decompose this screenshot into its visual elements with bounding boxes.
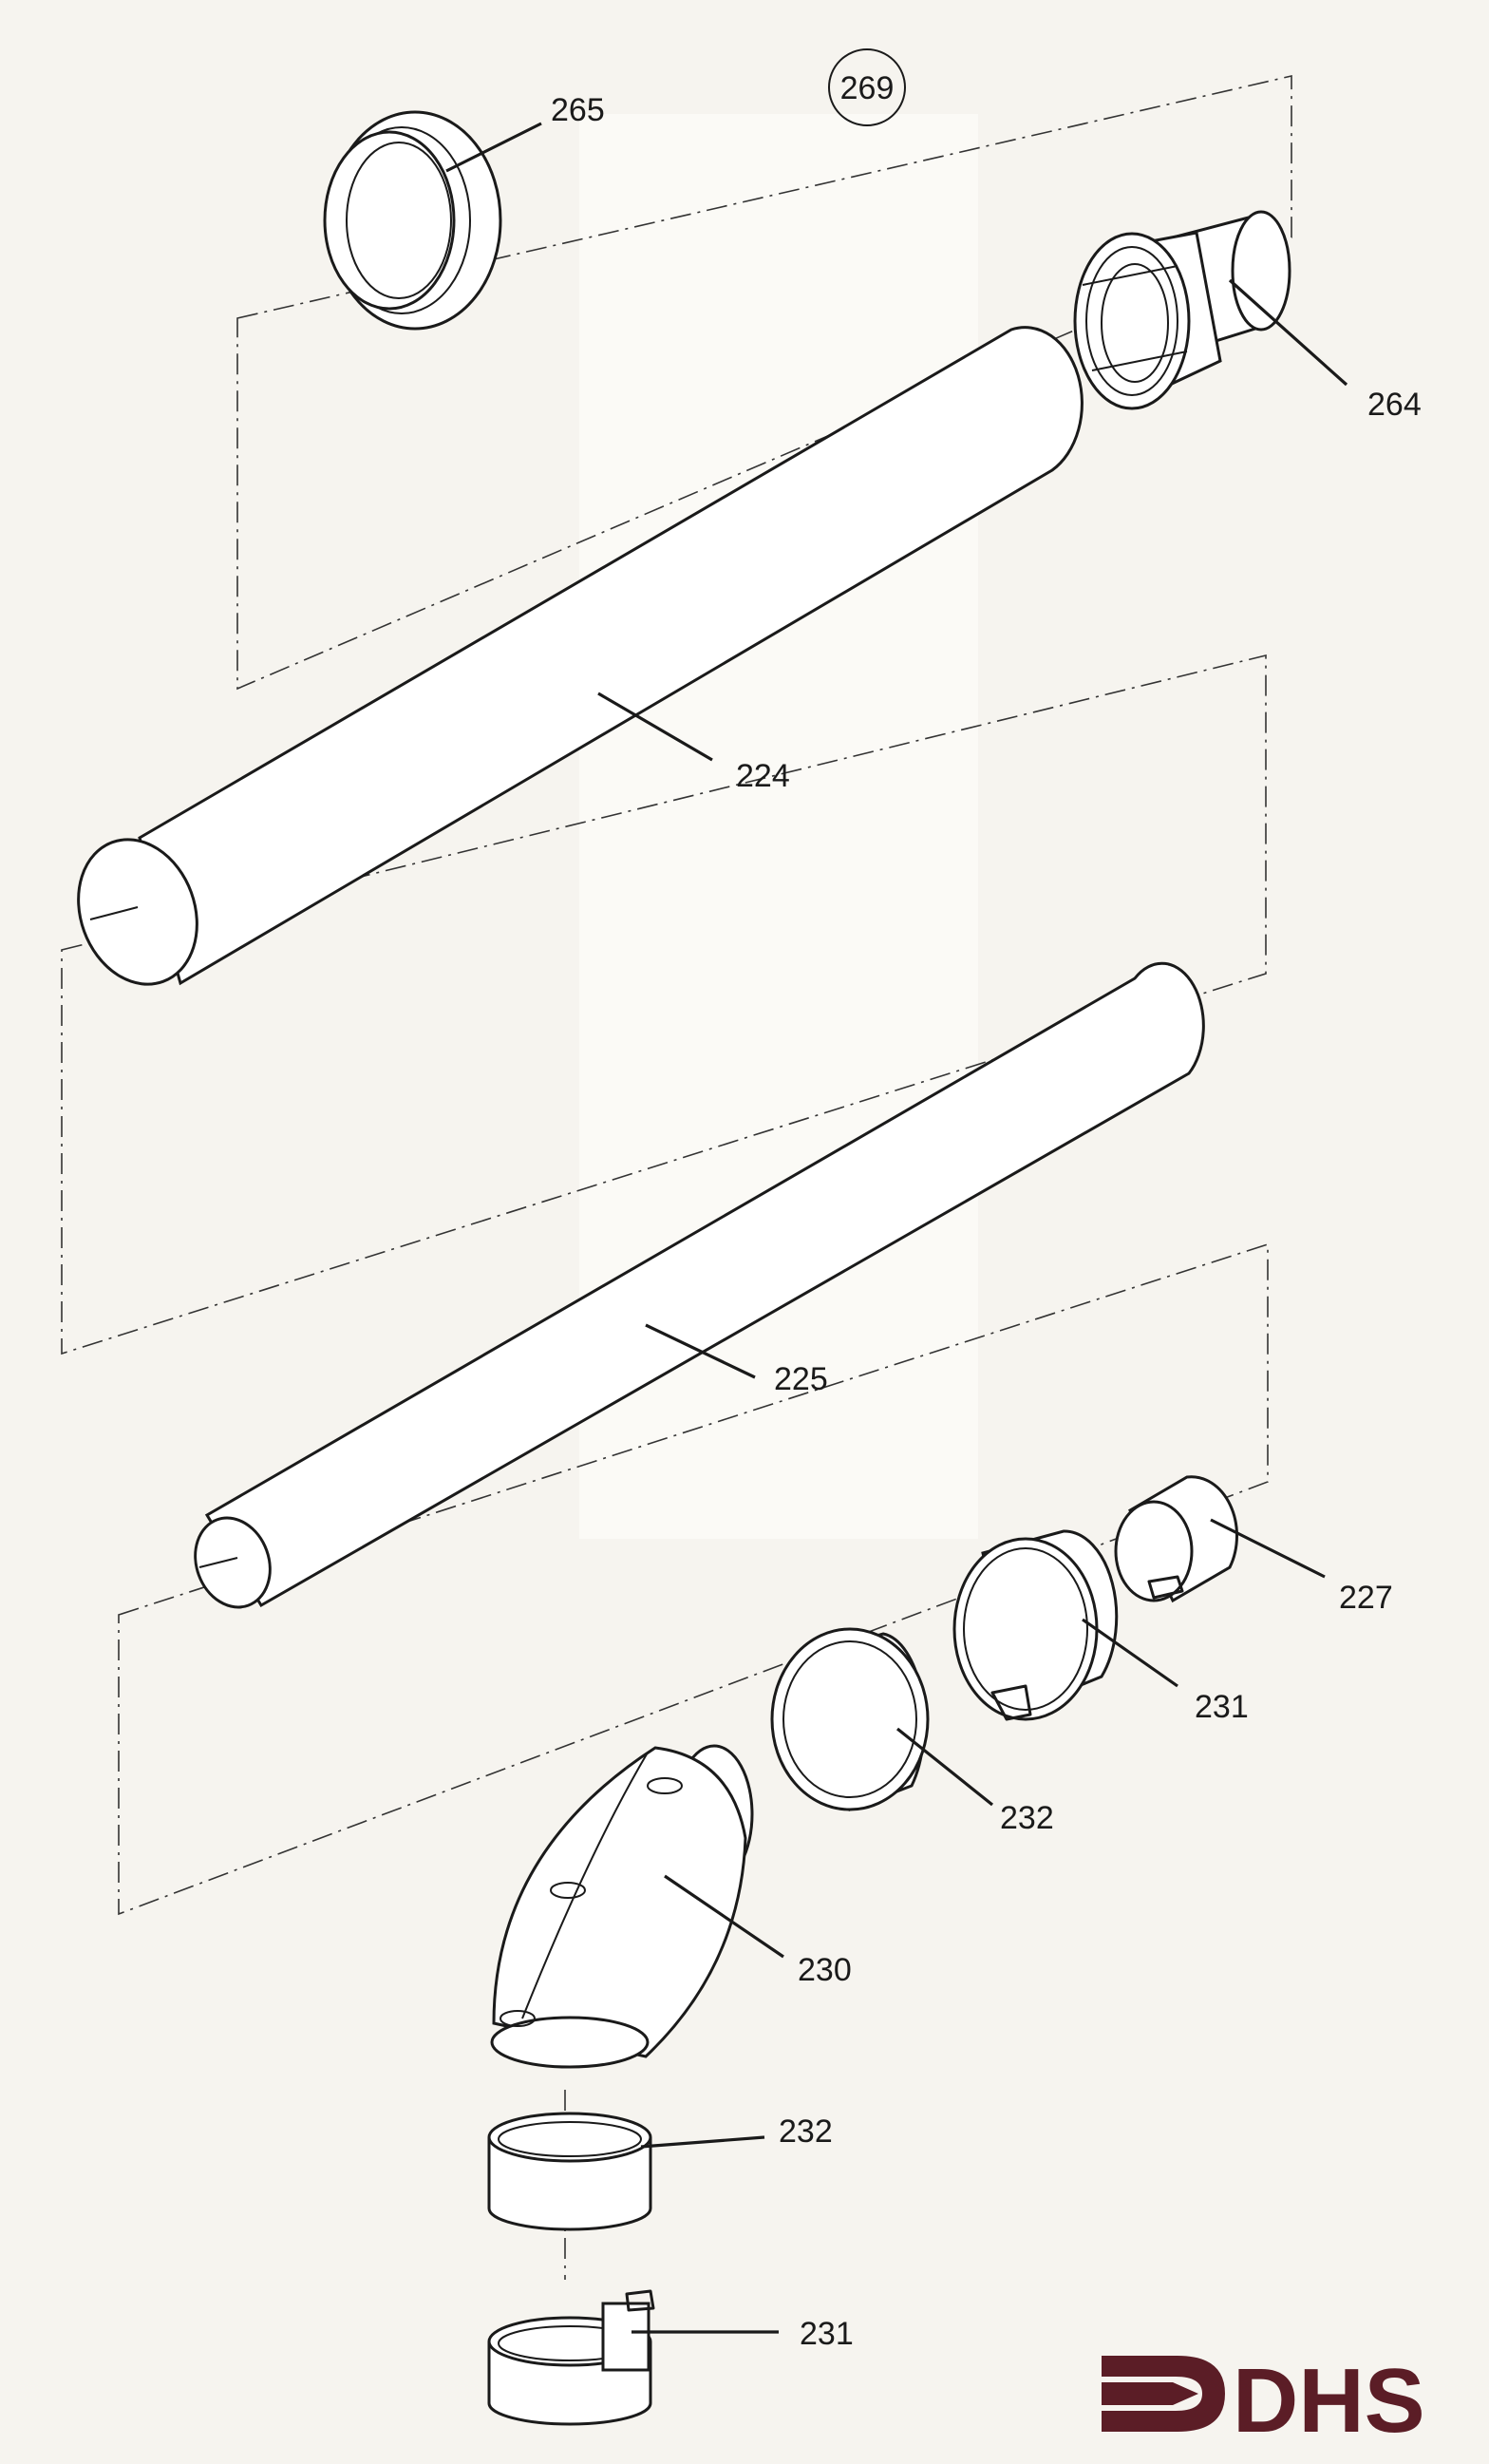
assembly-outline-middle xyxy=(61,654,1267,1355)
label-231-upper: 231 xyxy=(1195,1689,1249,1725)
part-264-terminal-adapter xyxy=(1073,210,1291,410)
assembly-outline-lower xyxy=(118,1242,1269,1916)
leader-264 xyxy=(1228,278,1348,387)
dhs-logo-arrow xyxy=(1102,2382,1198,2405)
leader-231-upper xyxy=(1082,1618,1178,1688)
part-227-small-clamp xyxy=(1114,1475,1238,1603)
assembly-outline-upper xyxy=(236,74,1292,691)
label-230: 230 xyxy=(798,1952,852,1988)
label-232-upper: 232 xyxy=(1000,1800,1054,1836)
part-232-sleeve-lower xyxy=(487,2112,652,2231)
part-225-small-pipe xyxy=(194,961,1205,1609)
leader-232-upper xyxy=(896,1727,993,1807)
assembly-number: 269 xyxy=(840,70,895,106)
label-224: 224 xyxy=(736,758,790,794)
leader-265 xyxy=(445,122,542,173)
assembly-number-badge: 269 xyxy=(828,48,906,126)
dhs-logo-mark xyxy=(1102,2356,1225,2432)
dhs-logo: DHS xyxy=(1102,2350,1425,2452)
part-230-elbow xyxy=(490,1744,754,2069)
label-264: 264 xyxy=(1367,387,1422,423)
leader-224 xyxy=(597,692,713,762)
label-231-lower: 231 xyxy=(800,2316,854,2352)
label-225: 225 xyxy=(774,1361,828,1397)
part-224-large-pipe xyxy=(77,326,1084,986)
dhs-logo-text: DHS xyxy=(1233,2350,1425,2452)
leader-230 xyxy=(664,1874,784,1959)
part-265-flange-ring xyxy=(323,110,502,331)
part-232-sleeve-upper xyxy=(770,1627,930,1812)
label-227: 227 xyxy=(1339,1580,1393,1616)
leader-232-lower xyxy=(640,2135,765,2149)
leader-225 xyxy=(645,1323,756,1379)
label-232-lower: 232 xyxy=(779,2113,833,2150)
leader-227 xyxy=(1210,1518,1326,1579)
part-231-clamp-band-lower xyxy=(487,2289,655,2426)
label-265: 265 xyxy=(551,92,605,128)
part-231-clamp-band-upper xyxy=(952,1529,1119,1721)
